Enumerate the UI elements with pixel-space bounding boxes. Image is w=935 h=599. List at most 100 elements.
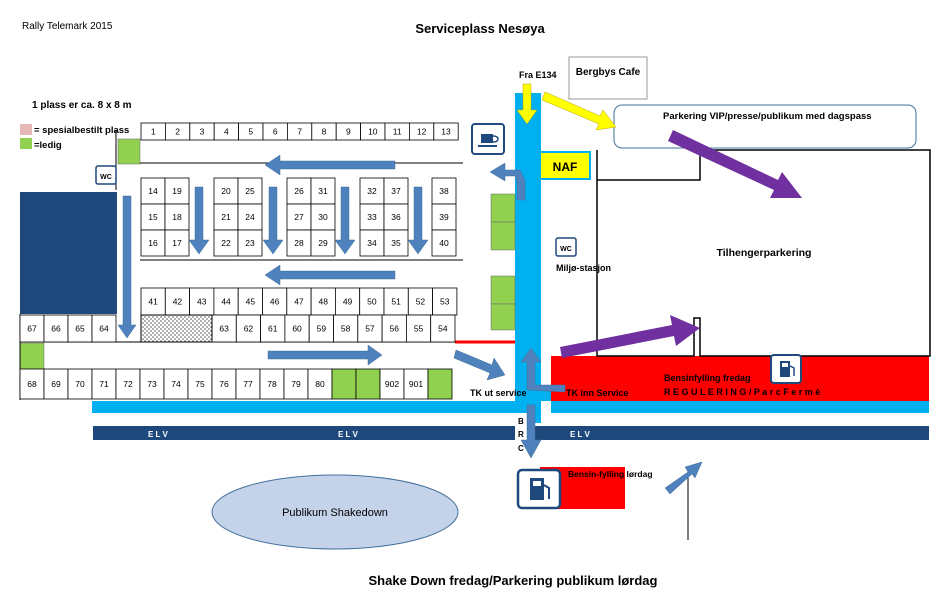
plot-number: 35 <box>391 238 401 248</box>
plot-number: 17 <box>172 238 182 248</box>
bridge-letter: R <box>518 430 524 439</box>
service-plot <box>91 368 117 400</box>
building <box>20 192 117 314</box>
plot-number: 39 <box>439 212 449 222</box>
plot-number: 23 <box>245 238 255 248</box>
traffic-arrows <box>117 154 703 495</box>
plot-number: 25 <box>245 186 255 196</box>
arrow-entry-down <box>516 83 538 125</box>
plot-number: 62 <box>244 324 254 334</box>
plot-number: 55 <box>414 324 424 334</box>
fuel-saturday-label: Bensin-fylling lørdag <box>568 469 653 479</box>
event-name: Rally Telemark 2015 <box>22 21 113 32</box>
purple-arrows <box>560 130 802 358</box>
service-plot <box>237 229 263 257</box>
plot-number: 67 <box>27 324 37 334</box>
service-plot <box>67 368 93 400</box>
service-plot <box>359 177 385 205</box>
plot-number: 3 <box>200 127 205 137</box>
shakedown-area <box>211 474 459 550</box>
service-plot <box>140 229 166 257</box>
arrow-left <box>264 154 396 176</box>
miljostasjon-label: Miljø-stasjon <box>556 263 611 273</box>
service-plot <box>164 229 190 257</box>
wc-icon: WC <box>555 237 577 257</box>
service-plot <box>407 287 433 316</box>
arrow-out-service <box>453 349 506 381</box>
arrow-down <box>188 186 210 255</box>
plot-number: 11 <box>393 127 402 137</box>
arrow-up-right <box>664 461 703 495</box>
river-label: E L V <box>338 430 359 439</box>
service-plot <box>237 287 263 316</box>
plot-number: 66 <box>51 324 61 334</box>
bridge-letter: B <box>518 417 524 426</box>
free-plot <box>490 275 516 305</box>
plot-number: 31 <box>318 186 328 196</box>
plot-number: 47 <box>294 297 304 307</box>
service-plot <box>213 177 239 205</box>
service-plot <box>310 229 336 257</box>
plot-number: 56 <box>390 324 400 334</box>
parc-ferme-zone <box>551 356 929 401</box>
coffee-icon <box>471 123 505 155</box>
arrow-down <box>117 195 137 339</box>
service-plot <box>43 368 69 400</box>
service-plot <box>163 368 189 400</box>
plot-number: 64 <box>99 324 109 334</box>
plot-number: 57 <box>365 324 375 334</box>
naf-box <box>539 151 591 180</box>
service-plot <box>331 368 357 400</box>
service-plot <box>67 314 93 343</box>
service-plot <box>379 368 405 400</box>
plot-number: 42 <box>173 297 183 307</box>
arrow-to-trailer <box>668 130 802 198</box>
service-plot <box>383 229 409 257</box>
plot-number: 73 <box>147 379 157 389</box>
plot-number: 28 <box>294 238 304 248</box>
svg-text:WC: WC <box>560 246 572 253</box>
plot-number: 60 <box>292 324 302 334</box>
plot-number: 26 <box>294 186 304 196</box>
plot-number: 10 <box>368 127 378 137</box>
footer-title: Shake Down fredag/Parkering publikum lør… <box>369 573 658 588</box>
road-lower-right <box>551 401 929 413</box>
service-plot <box>260 314 286 343</box>
service-plot <box>235 314 262 343</box>
plot-number: 29 <box>318 238 328 248</box>
plot-number: 49 <box>343 297 353 307</box>
plot-number: 74 <box>171 379 181 389</box>
plot-number: 80 <box>315 379 325 389</box>
plot-number: 75 <box>195 379 205 389</box>
parc-ferme-label: R E G U L E R I N G / P a r c F e r m è <box>664 387 820 397</box>
vip-parking-label: Parkering VIP/presse/publikum med dagspa… <box>663 111 872 122</box>
service-plot <box>43 314 69 343</box>
plot-number: 41 <box>148 297 158 307</box>
tk-out-label: TK ut service <box>470 388 527 398</box>
wc-icon: WC <box>95 165 117 185</box>
service-plot <box>164 177 190 205</box>
plot-number: 58 <box>341 324 351 334</box>
plot-number: 52 <box>416 297 426 307</box>
plot-number: 21 <box>221 212 231 222</box>
plot-size-note: 1 plass er ca. 8 x 8 m <box>32 100 132 111</box>
cafe-label: Bergbys Cafe <box>576 67 641 78</box>
plot-number: 14 <box>148 186 158 196</box>
service-plot <box>333 314 359 343</box>
service-plot <box>139 368 165 400</box>
service-plot <box>431 203 457 231</box>
fuel-friday-label: Bensinfylling fredag <box>664 373 751 383</box>
service-plot <box>237 177 263 205</box>
plot-number: 8 <box>322 127 327 137</box>
plot-number: 38 <box>439 186 449 196</box>
arrow-in-service <box>520 347 566 393</box>
plot-number: 19 <box>172 186 182 196</box>
plot-number: 61 <box>268 324 278 334</box>
service-plot <box>259 368 285 400</box>
service-plot <box>91 314 117 343</box>
plot-number: 70 <box>75 379 85 389</box>
service-plot <box>235 368 261 400</box>
free-plot <box>117 138 141 165</box>
plot-number: 1 <box>151 127 156 137</box>
